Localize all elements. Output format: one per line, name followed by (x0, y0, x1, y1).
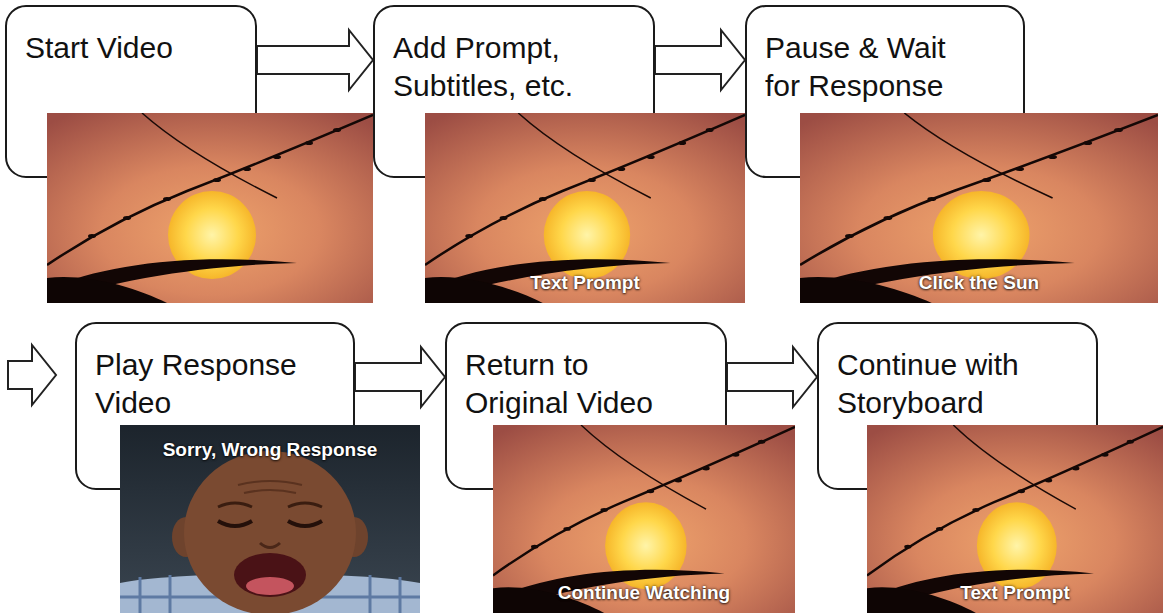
box-border (76, 323, 354, 489)
video-caption: Text Prompt (867, 582, 1163, 605)
process-box: Continue with Storyboard (817, 322, 1098, 490)
box-fill (76, 323, 354, 489)
box-border (446, 323, 726, 489)
box-fill (818, 323, 1097, 489)
video-frame (800, 113, 1158, 303)
video-caption: Continue Watching (493, 582, 795, 605)
process-box: Play Response Video (75, 322, 355, 490)
flow-arrow (655, 30, 745, 90)
box-outline (5, 5, 257, 178)
response-video-frame (120, 425, 420, 615)
step-title: Return to Original Video (465, 346, 680, 421)
video-frame (867, 425, 1163, 613)
process-box: Add Prompt, Subtitles, etc. (373, 5, 655, 178)
box-border (6, 6, 256, 177)
video-caption: Sorry, Wrong Response (120, 439, 420, 462)
flow-arrow (355, 347, 445, 407)
video-frame (47, 113, 373, 303)
video-frame (493, 425, 795, 613)
process-box: Return to Original Video (445, 322, 727, 490)
box-border (818, 323, 1097, 489)
step-title: Pause & Wait for Response (765, 29, 980, 104)
box-fill (374, 6, 654, 177)
box-fill (746, 6, 1024, 177)
box-border (746, 6, 1024, 177)
box-fill (446, 323, 726, 489)
video-caption: Click the Sun (800, 272, 1158, 295)
step-title: Play Response Video (95, 346, 310, 421)
flow-arrow (727, 347, 817, 407)
flow-arrow (257, 30, 373, 90)
box-fill (6, 6, 256, 177)
step-title: Continue with Storyboard (837, 346, 1052, 421)
step-title: Add Prompt, Subtitles, etc. (393, 29, 608, 104)
box-border (374, 6, 654, 177)
video-caption: Text Prompt (425, 272, 745, 295)
step-title: Start Video (25, 29, 240, 67)
video-frame (425, 113, 745, 303)
wrap-arrow (8, 345, 56, 405)
process-box: Pause & Wait for Response (745, 5, 1025, 178)
process-box: Start Video (5, 5, 257, 178)
